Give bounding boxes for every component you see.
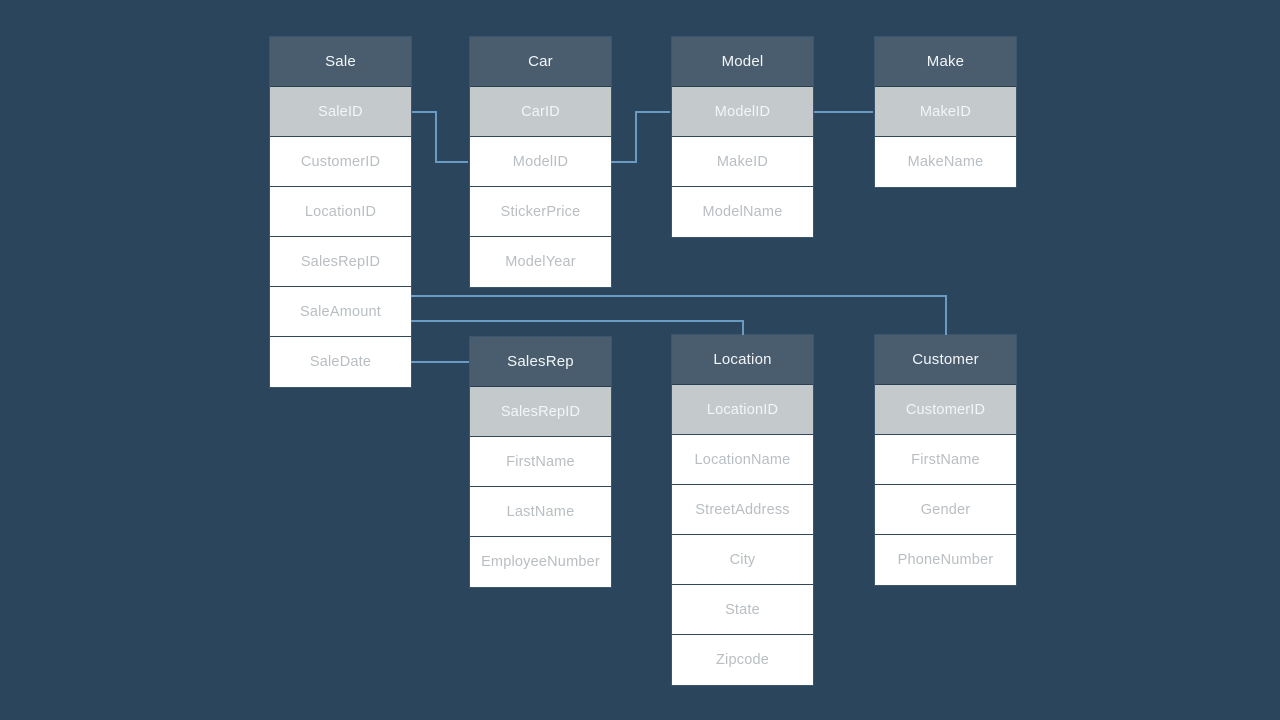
entity-model-title: Model [672, 37, 813, 87]
field-row-car-stickerprice[interactable]: StickerPrice [470, 187, 611, 237]
field-row-sale-salesrepid[interactable]: SalesRepID [270, 237, 411, 287]
field-row-sale-customerid[interactable]: CustomerID [270, 137, 411, 187]
field-row-salesrep-lastname[interactable]: LastName [470, 487, 611, 537]
field-row-sale-locationid[interactable]: LocationID [270, 187, 411, 237]
primary-key-row-car-carid[interactable]: CarID [470, 87, 611, 137]
primary-key-row-make-makeid[interactable]: MakeID [875, 87, 1016, 137]
field-row-sale-saledate[interactable]: SaleDate [270, 337, 411, 387]
relationship-sale-to-customer [411, 295, 947, 336]
field-row-location-zipcode[interactable]: Zipcode [672, 635, 813, 685]
primary-key-row-salesrep-salesrepid[interactable]: SalesRepID [470, 387, 611, 437]
primary-key-row-model-modelid[interactable]: ModelID [672, 87, 813, 137]
relationship-model-to-car [611, 111, 670, 163]
field-row-customer-phonenumber[interactable]: PhoneNumber [875, 535, 1016, 585]
relationship-sale-to-location [411, 320, 744, 336]
field-row-location-city[interactable]: City [672, 535, 813, 585]
field-row-car-modelyear[interactable]: ModelYear [470, 237, 611, 287]
primary-key-row-customer-customerid[interactable]: CustomerID [875, 385, 1016, 435]
primary-key-row-sale-saleid[interactable]: SaleID [270, 87, 411, 137]
field-row-location-streetaddress[interactable]: StreetAddress [672, 485, 813, 535]
relationship-car-to-sale [412, 111, 468, 163]
field-row-salesrep-employeenumber[interactable]: EmployeeNumber [470, 537, 611, 587]
entity-car-title: Car [470, 37, 611, 87]
field-row-customer-firstname[interactable]: FirstName [875, 435, 1016, 485]
entity-location-title: Location [672, 335, 813, 385]
entity-sale-title: Sale [270, 37, 411, 87]
field-row-model-modelname[interactable]: ModelName [672, 187, 813, 237]
field-row-sale-saleamount[interactable]: SaleAmount [270, 287, 411, 337]
entity-customer-title: Customer [875, 335, 1016, 385]
entity-salesrep-title: SalesRep [470, 337, 611, 387]
field-row-salesrep-firstname[interactable]: FirstName [470, 437, 611, 487]
field-row-model-makeid[interactable]: MakeID [672, 137, 813, 187]
entity-make-title: Make [875, 37, 1016, 87]
field-row-location-locationname[interactable]: LocationName [672, 435, 813, 485]
field-row-customer-gender[interactable]: Gender [875, 485, 1016, 535]
field-row-make-makename[interactable]: MakeName [875, 137, 1016, 187]
field-row-car-modelid[interactable]: ModelID [470, 137, 611, 187]
field-row-location-state[interactable]: State [672, 585, 813, 635]
primary-key-row-location-locationid[interactable]: LocationID [672, 385, 813, 435]
